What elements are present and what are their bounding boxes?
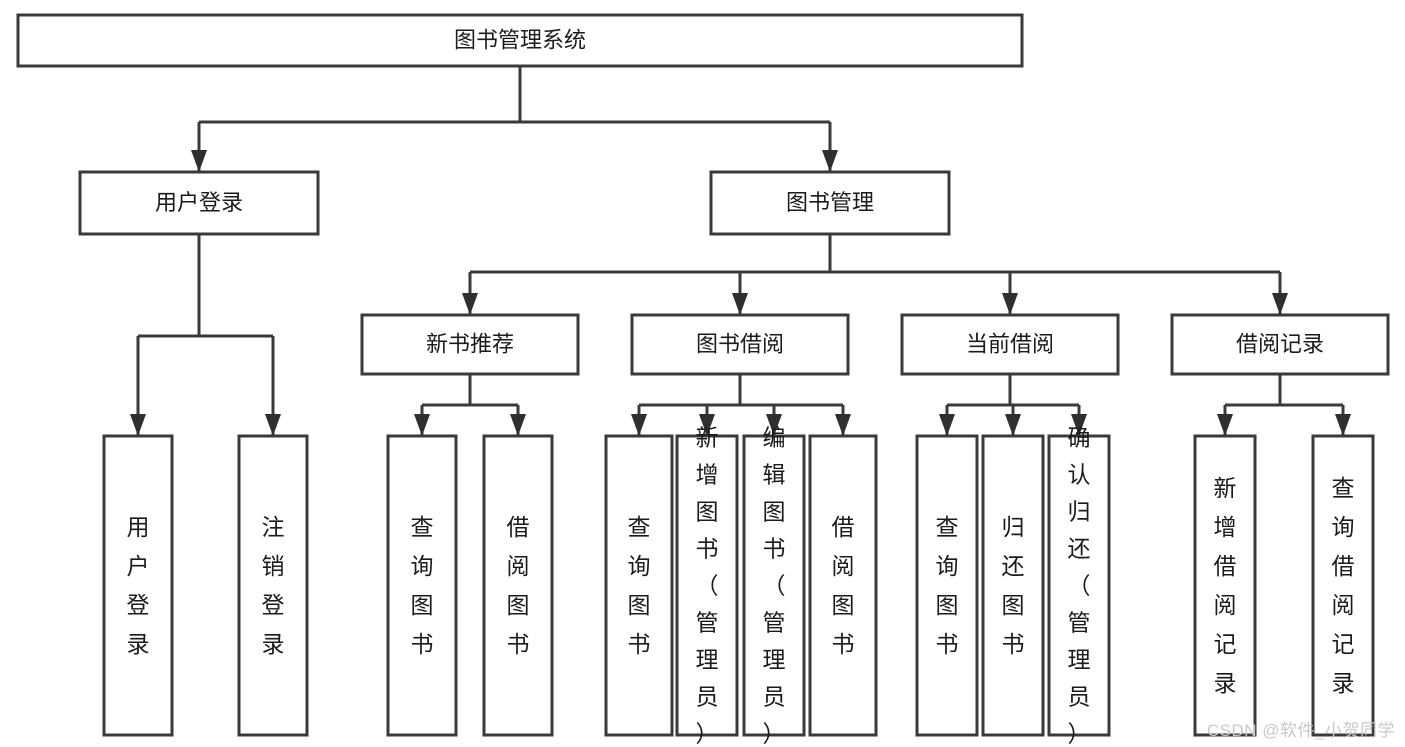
node-leaf-查询图书-8-label: 查询图书 (936, 514, 959, 657)
node-l2-当前借阅-box[interactable] (900, 313, 1120, 376)
arrow-manage-0 (462, 293, 478, 315)
arrow-图书借阅-1 (699, 414, 715, 436)
node-leaf-归还图书-9-box[interactable] (981, 434, 1045, 737)
node-leaf-借阅图书-3-label: 借阅图书 (507, 514, 530, 657)
node-l1-用户登录-label: 用户登录 (155, 190, 243, 215)
node-leaf-查询借阅记录-12[interactable]: 查询借阅记录 (1311, 434, 1375, 737)
node-leaf-归还图书-9[interactable]: 归还图书 (981, 434, 1045, 737)
node-l2-图书借阅-label: 图书借阅 (696, 331, 784, 356)
node-l1-用户登录[interactable]: 用户登录 (78, 170, 320, 236)
node-leaf-查询图书-8[interactable]: 查询图书 (915, 434, 979, 737)
node-l2-新书推荐[interactable]: 新书推荐 (360, 313, 580, 376)
node-leaf-查询图书-2[interactable]: 查询图书 (386, 434, 458, 737)
node-l2-新书推荐-label: 新书推荐 (426, 331, 514, 356)
node-l1-图书管理-box[interactable] (709, 170, 951, 236)
node-leaf-用户登录-0-box[interactable] (102, 434, 174, 737)
node-l2-当前借阅[interactable]: 当前借阅 (900, 313, 1120, 376)
node-leaf-注销登录-1[interactable]: 注销登录 (237, 434, 309, 737)
node-root-图书管理系统-label: 图书管理系统 (454, 27, 586, 52)
node-l2-图书借阅-box[interactable] (630, 313, 850, 376)
node-leaf-查询图书-2-label: 查询图书 (411, 514, 434, 657)
node-l2-新书推荐-box[interactable] (360, 313, 580, 376)
arrow-root-0 (191, 150, 207, 172)
node-leaf-用户登录-0[interactable]: 用户登录 (102, 434, 174, 737)
arrow-图书借阅-3 (835, 414, 851, 436)
node-leaf-确认归还管理员-10[interactable]: 确认归还（管理员） (1047, 425, 1111, 747)
arrow-借阅记录-0 (1217, 414, 1233, 436)
node-leaf-新增借阅记录-11-label: 新增借阅记录 (1214, 475, 1237, 696)
node-leaf-借阅图书-3[interactable]: 借阅图书 (482, 434, 554, 737)
node-leaf-用户登录-0-label: 用户登录 (127, 514, 150, 657)
arrow-login-0 (130, 414, 146, 436)
node-leaf-查询借阅记录-12-box[interactable] (1311, 434, 1375, 737)
connector-layer (130, 66, 1351, 436)
node-l2-当前借阅-label: 当前借阅 (966, 331, 1054, 356)
node-leaf-借阅图书-7[interactable]: 借阅图书 (808, 434, 878, 737)
arrow-当前借阅-2 (1071, 414, 1087, 436)
arrow-图书借阅-2 (766, 414, 782, 436)
watermark: CSDN @软件_小贺同学 (1206, 721, 1395, 740)
node-root-图书管理系统[interactable]: 图书管理系统 (16, 13, 1024, 68)
node-leaf-编辑图书管理员-6-box[interactable] (742, 434, 806, 737)
node-l2-借阅记录-box[interactable] (1170, 313, 1390, 376)
node-leaf-注销登录-1-label: 注销登录 (262, 514, 285, 657)
node-l1-图书管理[interactable]: 图书管理 (709, 170, 951, 236)
arrow-当前借阅-0 (939, 414, 955, 436)
node-leaf-新增图书管理员-5-label: 新增图书（管理员） (696, 425, 719, 747)
node-leaf-查询图书-4-label: 查询图书 (628, 514, 651, 657)
node-leaf-确认归还管理员-10-label: 确认归还（管理员） (1068, 425, 1091, 747)
node-l2-借阅记录-label: 借阅记录 (1236, 331, 1324, 356)
arrow-新书推荐-0 (414, 414, 430, 436)
node-leaf-新增图书管理员-5[interactable]: 新增图书（管理员） (675, 425, 739, 747)
node-leaf-归还图书-9-label: 归还图书 (1002, 514, 1025, 657)
node-leaf-新增借阅记录-11[interactable]: 新增借阅记录 (1193, 434, 1257, 737)
arrow-manage-1 (732, 293, 748, 315)
node-leaf-查询图书-2-box[interactable] (386, 434, 458, 737)
node-leaf-借阅图书-7-label: 借阅图书 (832, 514, 855, 657)
arrow-新书推荐-1 (510, 414, 526, 436)
node-leaf-编辑图书管理员-6[interactable]: 编辑图书（管理员） (742, 425, 806, 747)
node-leaf-编辑图书管理员-6-label: 编辑图书（管理员） (763, 425, 786, 747)
node-leaf-查询图书-8-box[interactable] (915, 434, 979, 737)
arrow-root-1 (822, 150, 838, 172)
arrow-借阅记录-1 (1335, 414, 1351, 436)
node-l1-图书管理-label: 图书管理 (786, 190, 874, 215)
node-l2-图书借阅[interactable]: 图书借阅 (630, 313, 850, 376)
node-leaf-查询借阅记录-12-label: 查询借阅记录 (1332, 475, 1355, 696)
node-leaf-借阅图书-7-box[interactable] (808, 434, 878, 737)
arrow-manage-3 (1272, 293, 1288, 315)
node-leaf-确认归还管理员-10-box[interactable] (1047, 434, 1111, 737)
node-l2-借阅记录[interactable]: 借阅记录 (1170, 313, 1390, 376)
node-leaf-新增借阅记录-11-box[interactable] (1193, 434, 1257, 737)
node-root-图书管理系统-box[interactable] (16, 13, 1024, 68)
node-leaf-查询图书-4-box[interactable] (604, 434, 674, 737)
node-leaf-注销登录-1-box[interactable] (237, 434, 309, 737)
node-leaf-查询图书-4[interactable]: 查询图书 (604, 434, 674, 737)
node-leaf-新增图书管理员-5-box[interactable] (675, 434, 739, 737)
node-leaf-借阅图书-3-box[interactable] (482, 434, 554, 737)
arrow-当前借阅-1 (1005, 414, 1021, 436)
node-l1-用户登录-box[interactable] (78, 170, 320, 236)
arrow-login-1 (265, 414, 281, 436)
arrow-图书借阅-0 (631, 414, 647, 436)
arrow-manage-2 (1002, 293, 1018, 315)
